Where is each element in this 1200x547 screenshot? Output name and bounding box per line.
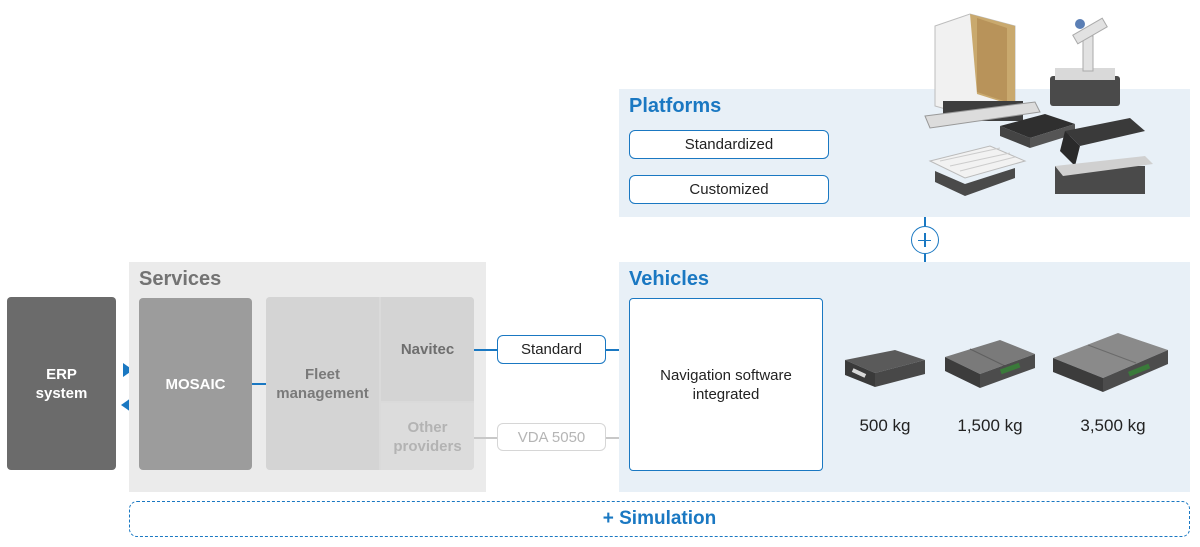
mosaic-fleet-connector [252,383,266,385]
fleet-management-group: Fleet management Navitec Other providers [266,297,474,470]
bin-platform-image [1055,118,1153,194]
navigation-software-box: Navigation software integrated [629,298,823,471]
simulation-box: + Simulation [129,501,1190,537]
erp-system-box: ERP system [7,297,116,470]
standard-interface-box: Standard [497,335,606,364]
customized-option: Customized [629,175,829,204]
vda-5050-interface-label: VDA 5050 [517,428,586,446]
standard-vehicles-connector [606,349,629,351]
standard-interface-label: Standard [521,341,582,358]
arrow-right-icon [123,363,133,377]
simulation-label: + Simulation [602,508,717,529]
navigation-software-label: Navigation software integrated [660,366,792,403]
flat-platform-image [1000,114,1075,148]
vda-vehicles-connector [606,437,629,439]
vehicle-1500kg-image [945,340,1035,388]
navitec-standard-connector [474,349,497,351]
standardized-option: Standardized [629,130,829,159]
platforms-title: Platforms [629,95,722,117]
navitec-box: Navitec [381,297,474,401]
roller-platform-image [928,145,1027,196]
arrow-left-icon [121,398,131,412]
mosaic-label: MOSAIC [165,375,226,393]
capacity-1500kg: 1,500 kg [957,416,1023,435]
fleet-management-label: Fleet management [276,365,369,402]
other-vda-connector [474,437,497,439]
vehicle-3500kg-image [1053,333,1168,392]
robot-arm-platform-image [1050,17,1120,106]
platforms-illustration [924,13,1153,196]
vehicle-500kg-image [845,350,925,387]
mosaic-box: MOSAIC [139,298,252,470]
rack-platform-image [924,13,1041,129]
navitec-label: Navitec [400,340,455,358]
fleet-management-box: Fleet management [266,297,379,470]
plus-icon [911,226,939,254]
vda-5050-interface-box: VDA 5050 [497,423,606,451]
plus-connector-top [924,217,926,226]
capacity-500kg: 500 kg [859,416,911,435]
vehicles-title: Vehicles [629,268,710,290]
services-title: Services [139,268,222,290]
standardized-label: Standardized [684,136,774,153]
other-providers-label: Other providers [393,418,462,455]
customized-label: Customized [689,181,769,198]
other-providers-box: Other providers [381,403,474,470]
plus-connector-bottom [924,254,926,262]
capacity-3500kg: 3,500 kg [1080,416,1146,435]
erp-system-label: ERP system [35,365,88,402]
